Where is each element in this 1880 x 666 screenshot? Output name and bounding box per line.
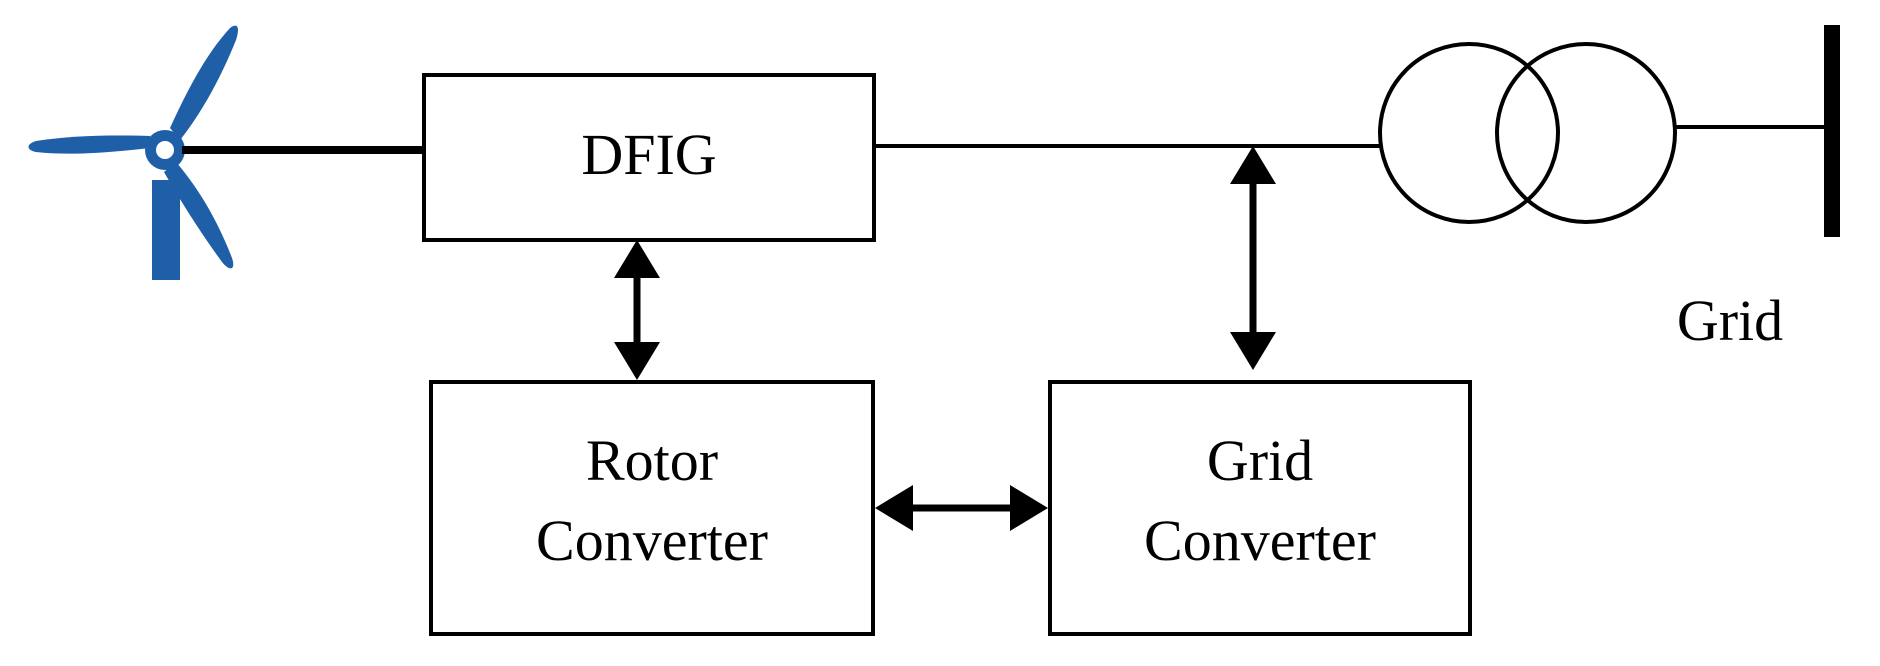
grid-converter-label-line2: Converter bbox=[1144, 508, 1376, 573]
turbine-blade-left bbox=[28, 135, 150, 154]
converter-link-arrow bbox=[875, 485, 1048, 531]
rotor-converter-label-line2: Converter bbox=[536, 508, 768, 573]
turbine-tower bbox=[152, 180, 180, 280]
rotor-converter-label-line1: Rotor bbox=[586, 428, 718, 493]
grid-converter-block: Grid Converter bbox=[1048, 380, 1472, 636]
turbine-blade-lower bbox=[164, 162, 234, 269]
dfig-rotor-arrow bbox=[614, 240, 660, 380]
dfig-block: DFIG bbox=[422, 73, 876, 242]
turbine-blade-upper bbox=[170, 25, 238, 140]
transformer-icon bbox=[1378, 42, 1677, 224]
dfig-label: DFIG bbox=[581, 122, 716, 187]
grid-label: Grid bbox=[1677, 288, 1783, 353]
wind-turbine-icon bbox=[28, 25, 238, 280]
line-grid-converter-arrow bbox=[1230, 146, 1276, 370]
rotor-converter-block: Rotor Converter bbox=[429, 380, 875, 636]
grid-converter-label-line1: Grid bbox=[1207, 428, 1313, 493]
grid-busbar-icon bbox=[1824, 25, 1840, 237]
turbine-hub-inner bbox=[156, 141, 174, 159]
